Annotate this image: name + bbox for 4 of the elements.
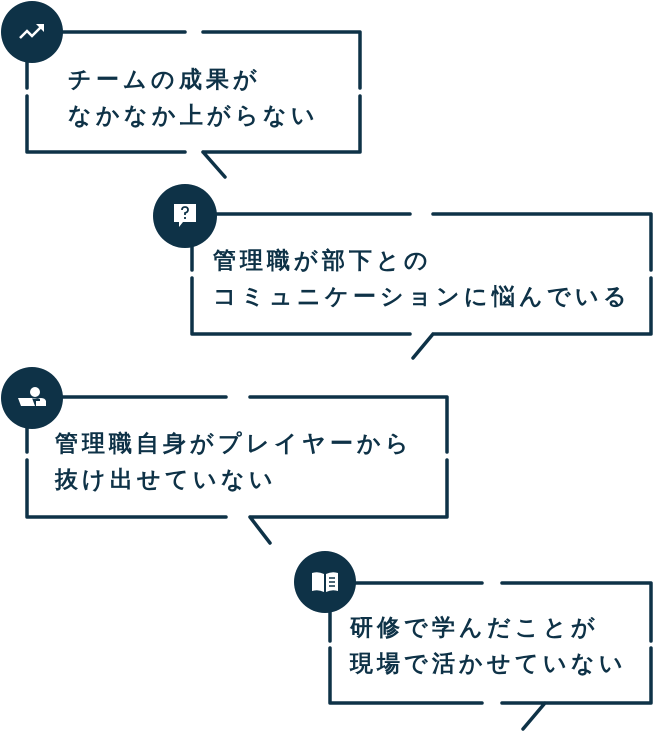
bubble-text: 管理職が部下とのコミュニケーションに悩んでいる xyxy=(213,247,631,312)
bubble-text: 管理職自身がプレイヤーから抜け出せていない xyxy=(55,430,413,495)
bubble-text: チームの成果がなかなか上がらない xyxy=(68,66,319,131)
bubble-text: 研修で学んだことが現場で活かせていない xyxy=(350,614,627,679)
